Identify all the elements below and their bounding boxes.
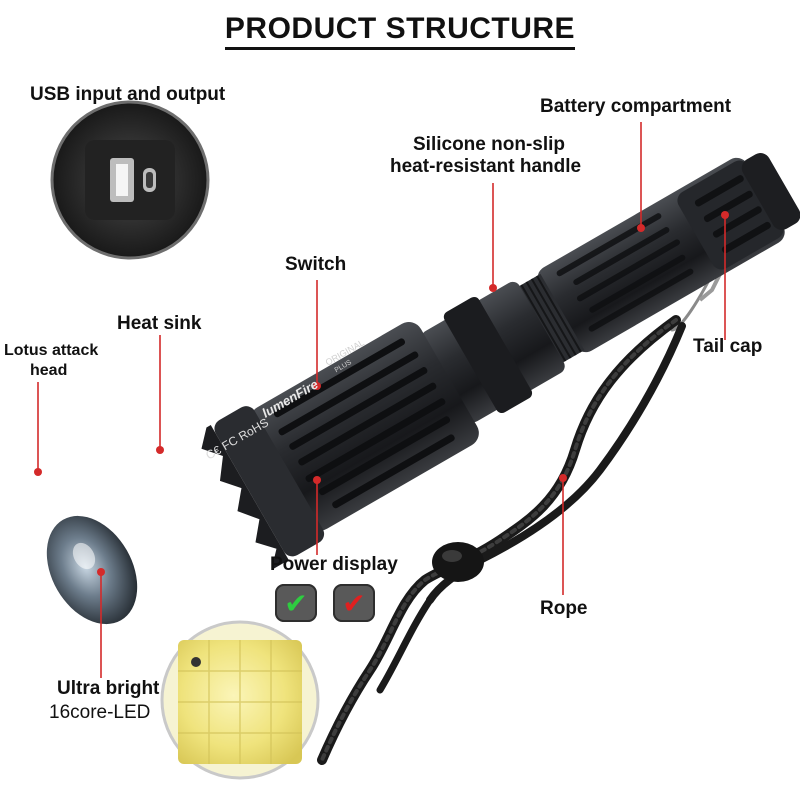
label-rope: Rope bbox=[540, 598, 588, 619]
label-tail-cap: Tail cap bbox=[693, 336, 763, 357]
flashlight-body bbox=[201, 153, 800, 571]
label-lotus-line1: Lotus attack bbox=[4, 342, 99, 359]
callout-lines bbox=[37, 122, 726, 678]
usb-port-inset bbox=[50, 100, 210, 260]
label-battery-compartment: Battery compartment bbox=[540, 96, 732, 117]
page-title-text: PRODUCT STRUCTURE bbox=[224, 12, 576, 50]
label-switch: Switch bbox=[285, 254, 347, 275]
red-indicator: ✔ bbox=[333, 584, 375, 622]
label-handle-line1: Silicone non-slip bbox=[413, 134, 566, 155]
lens bbox=[46, 515, 138, 625]
label-led-line1: Ultra bright bbox=[57, 678, 160, 699]
green-indicator: ✔ bbox=[275, 584, 317, 622]
callout-dots bbox=[34, 211, 729, 576]
led-inset bbox=[160, 620, 320, 780]
label-led-line2: 16core-LED bbox=[49, 702, 151, 723]
rope-stopper bbox=[432, 542, 484, 582]
label-lotus-line2: head bbox=[30, 362, 68, 379]
red-check-icon: ✔ bbox=[342, 587, 366, 619]
label-heat-sink: Heat sink bbox=[117, 313, 202, 334]
label-power-display: Power display bbox=[270, 554, 398, 575]
label-usb: USB input and output bbox=[30, 84, 226, 105]
page-title: PRODUCT STRUCTURE bbox=[0, 12, 800, 50]
label-handle-line2: heat-resistant handle bbox=[390, 156, 582, 177]
green-check-icon: ✔ bbox=[284, 587, 308, 619]
